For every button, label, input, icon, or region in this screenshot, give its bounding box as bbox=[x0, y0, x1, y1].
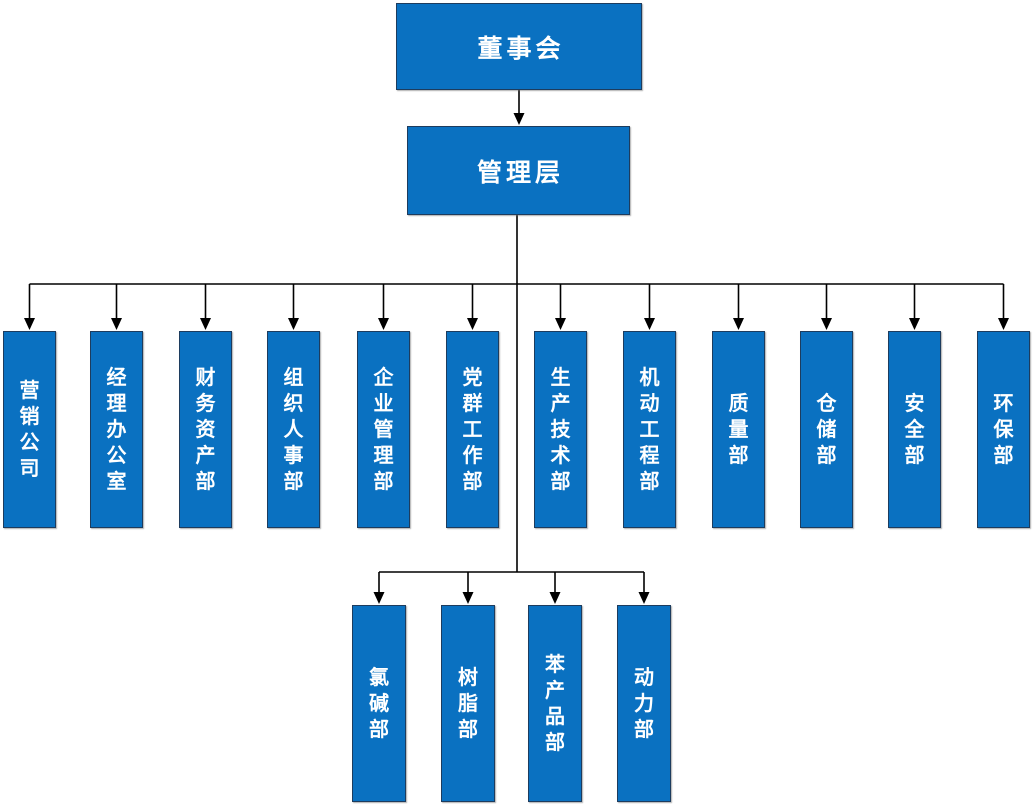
org-box-dept-2: 经 理 办 公 室 bbox=[90, 331, 143, 528]
org-box-dept-1: 营 销 公 司 bbox=[3, 331, 56, 528]
org-box-dept-10: 仓 储 部 bbox=[800, 331, 853, 528]
dept-12-label: 环 保 部 bbox=[993, 392, 1014, 467]
prod-dept-3-label: 苯 产 品 部 bbox=[545, 653, 565, 754]
org-box-dept-6: 党 群 工 作 部 bbox=[446, 331, 499, 528]
dept-8-label: 机 动 工 程 部 bbox=[639, 366, 660, 493]
org-box-prod-dept-2: 树 脂 部 bbox=[441, 605, 495, 802]
dept-6-label: 党 群 工 作 部 bbox=[462, 366, 483, 493]
dept-11-label: 安 全 部 bbox=[904, 392, 925, 467]
dept-1-label: 营 销 公 司 bbox=[19, 379, 40, 480]
org-box-dept-5: 企 业 管 理 部 bbox=[357, 331, 410, 528]
dept-3-label: 财 务 资 产 部 bbox=[195, 366, 216, 493]
prod-dept-1-label: 氯 碱 部 bbox=[369, 666, 389, 741]
org-box-dept-8: 机 动 工 程 部 bbox=[623, 331, 676, 528]
org-box-management: 管理层 bbox=[407, 126, 630, 215]
dept-4-label: 组 织 人 事 部 bbox=[283, 366, 304, 493]
org-box-dept-11: 安 全 部 bbox=[888, 331, 941, 528]
org-box-dept-9: 质 量 部 bbox=[712, 331, 765, 528]
org-box-board: 董事会 bbox=[396, 3, 642, 90]
org-box-dept-3: 财 务 资 产 部 bbox=[179, 331, 232, 528]
dept-5-label: 企 业 管 理 部 bbox=[373, 366, 394, 493]
management-label: 管理层 bbox=[476, 159, 564, 187]
org-box-dept-4: 组 织 人 事 部 bbox=[267, 331, 320, 528]
board-label: 董事会 bbox=[477, 35, 565, 63]
prod-dept-4-label: 动 力 部 bbox=[634, 666, 654, 741]
org-box-dept-7: 生 产 技 术 部 bbox=[534, 331, 587, 528]
org-box-prod-dept-4: 动 力 部 bbox=[617, 605, 671, 802]
prod-dept-2-label: 树 脂 部 bbox=[458, 666, 478, 741]
org-box-dept-12: 环 保 部 bbox=[977, 331, 1030, 528]
org-box-prod-dept-1: 氯 碱 部 bbox=[352, 605, 406, 802]
dept-7-label: 生 产 技 术 部 bbox=[550, 366, 571, 493]
dept-2-label: 经 理 办 公 室 bbox=[106, 366, 127, 493]
dept-9-label: 质 量 部 bbox=[728, 392, 749, 467]
dept-10-label: 仓 储 部 bbox=[816, 392, 837, 467]
org-box-prod-dept-3: 苯 产 品 部 bbox=[528, 605, 582, 802]
